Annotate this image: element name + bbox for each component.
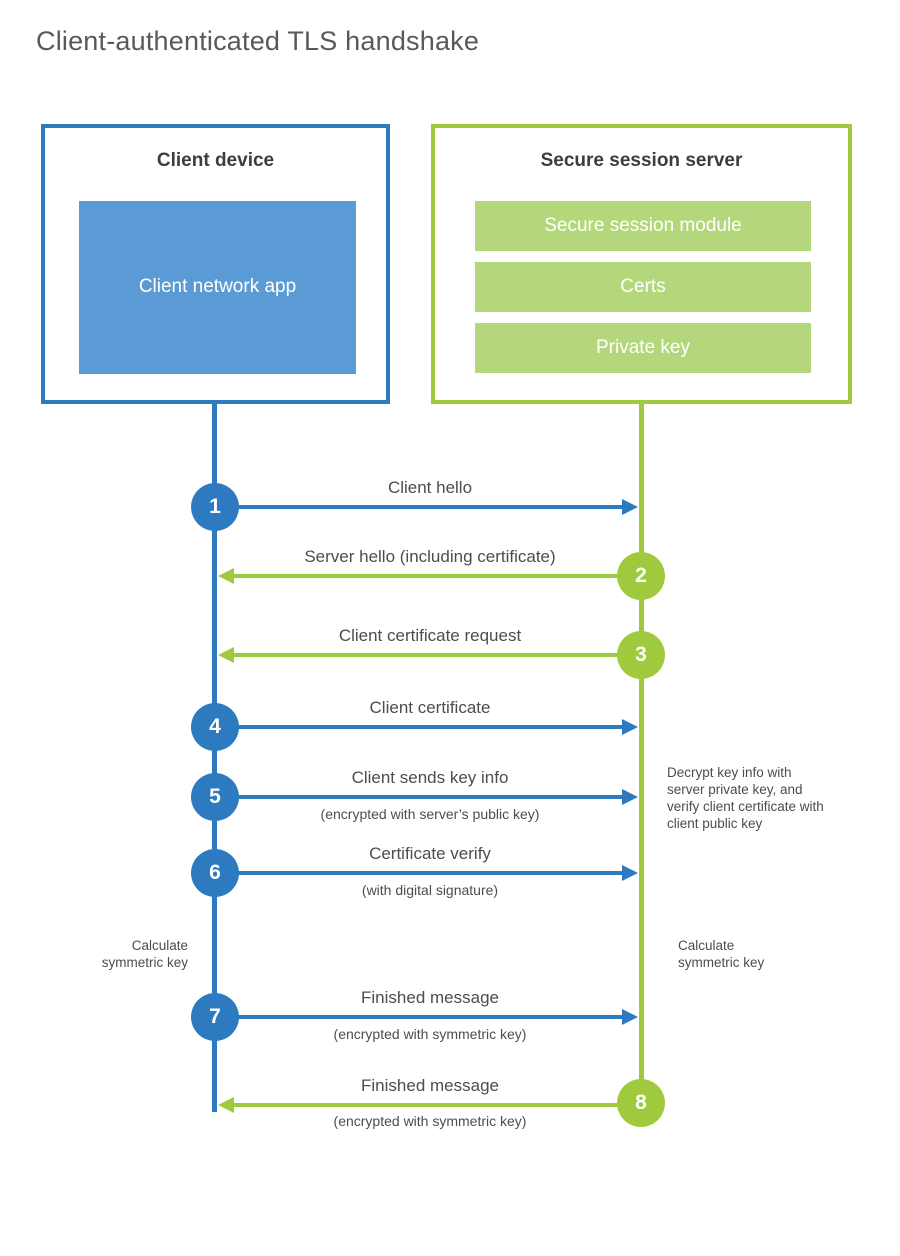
step-badge: 5 — [191, 773, 239, 821]
step-badge: 1 — [191, 483, 239, 531]
client-network-app-label: Client network app — [138, 276, 297, 298]
client-device-box: Client device Client network app — [41, 124, 390, 404]
arrow-right-icon — [215, 1009, 638, 1025]
message-sublabel: (encrypted with symmetric key) — [333, 1113, 527, 1129]
arrow-right-icon — [215, 789, 638, 805]
message-sublabel: (encrypted with symmetric key) — [333, 1026, 527, 1042]
message-sublabel: (encrypted with server’s public key) — [320, 806, 540, 822]
message-label: Client sends key info — [351, 768, 509, 787]
message-sublabel: (with digital signature) — [361, 882, 499, 898]
step-badge: 8 — [617, 1079, 665, 1127]
server-module-certs: Certs — [475, 262, 811, 312]
message-label: Finished message — [361, 988, 499, 1007]
client-network-app-box: Client network app — [79, 201, 356, 374]
message-label: Server hello (including certificate) — [304, 547, 556, 566]
page-title: Client-authenticated TLS handshake — [36, 26, 480, 56]
message-label: Finished message — [361, 1076, 499, 1095]
secure-session-server-box: Secure session server Secure session mod… — [431, 124, 852, 404]
server-decrypt-note: Decrypt key info with server private key… — [667, 765, 824, 831]
client-lifeline — [212, 404, 217, 1112]
step-badge: 4 — [191, 703, 239, 751]
server-lifeline — [639, 404, 644, 1107]
step-badge: 3 — [617, 631, 665, 679]
step-badge: 6 — [191, 849, 239, 897]
server-calc-symmetric-key-note: Calculate symmetric key — [678, 938, 765, 970]
arrow-left-icon — [218, 568, 641, 584]
message-label: Client hello — [387, 478, 473, 497]
arrow-right-icon — [215, 499, 638, 515]
arrow-right-icon — [215, 719, 638, 735]
arrow-left-icon — [218, 1097, 641, 1113]
message-label: Client certificate — [369, 698, 491, 717]
arrow-left-icon — [218, 647, 641, 663]
message-label: Certificate verify — [369, 844, 491, 863]
client-calc-symmetric-key-note: Calculate symmetric key — [101, 938, 188, 970]
server-module-private-key: Private key — [475, 323, 811, 373]
secure-session-server-title: Secure session server — [540, 150, 743, 171]
step-badge: 7 — [191, 993, 239, 1041]
message-label: Client certificate request — [338, 626, 522, 645]
client-device-title: Client device — [156, 150, 275, 171]
arrow-right-icon — [215, 865, 638, 881]
server-module-secure-session: Secure session module — [475, 201, 811, 251]
step-badge: 2 — [617, 552, 665, 600]
